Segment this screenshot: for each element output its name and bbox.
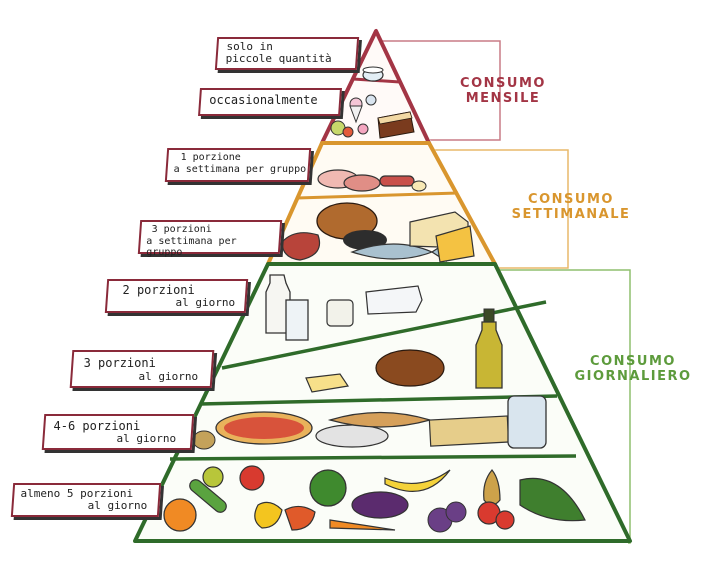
protein-icon [281, 202, 475, 263]
sweets-icon [330, 94, 415, 139]
level-label-4-line-1: 3 porzioni [151, 224, 212, 235]
level-label-6-line-1: 3 porzioni [83, 356, 156, 370]
fruit-vegetables-icon [163, 465, 586, 533]
level-label-1: solo in piccole quantità [214, 37, 360, 70]
sugar-bowl-icon [362, 66, 384, 82]
level-label-2-line-1: occasionalmente [209, 93, 318, 107]
monthly-consumption-line-2: MENSILE [465, 90, 541, 106]
level-label-3: 1 porzione a settimana per gruppo [164, 148, 312, 182]
weekly-consumption-line-1: CONSUMO [528, 192, 614, 207]
daily-consumption-label: CONSUMO GIORNALIERO [563, 354, 703, 385]
weekly-bracket [413, 149, 569, 269]
daily-consumption-line-1: CONSUMO [590, 354, 676, 369]
divider-weekly [296, 191, 459, 200]
level-label-1-line-1: solo in [226, 40, 273, 53]
level-label-7-line-1: 4-6 porzioni [53, 419, 141, 433]
weekly-consumption-line-2: SETTIMANALE [511, 206, 631, 222]
level-label-6: 3 porzioni al giorno [69, 350, 215, 388]
weekly-consumption-label: CONSUMO SETTIMANALE [497, 192, 645, 223]
cereals-icon [192, 395, 547, 450]
monthly-consumption-line-1: CONSUMO [460, 76, 546, 91]
level-label-7: 4-6 porzioni al giorno [41, 414, 195, 450]
monthly-consumption-label: CONSUMO MENSILE [438, 76, 568, 107]
level-label-7-line-2: al giorno [116, 431, 177, 445]
divider-daily-2 [199, 394, 558, 406]
level-label-4: 3 porzioni a settimana per gruppo [137, 220, 283, 257]
daily-consumption-line-2: GIORNALIERO [574, 368, 692, 384]
level-label-1-line-2: piccole quantità [225, 51, 332, 65]
monthly-bracket [380, 40, 501, 141]
cold-cuts-icon [317, 169, 427, 192]
level-label-6-line-2: al giorno [138, 369, 199, 383]
level-label-5: 2 porzioni al giorno [104, 279, 249, 313]
level-label-5-line-2: al giorno [175, 295, 236, 309]
fats-icon [305, 308, 503, 393]
divider-daily-3 [169, 454, 577, 461]
level-label-3-line-1: 1 porzione [180, 152, 241, 163]
dairy-icon [265, 274, 423, 341]
level-label-5-line-1: 2 porzioni [122, 283, 195, 297]
level-label-8: almeno 5 porzioni al giorno [10, 483, 162, 517]
level-label-8-line-1: almeno 5 porzioni [20, 487, 134, 500]
level-label-4-line-2: a settimana per gruppo [146, 235, 237, 258]
level-label-3-line-2: a settimana per gruppo [173, 163, 307, 175]
level-label-2: occasionalmente [198, 88, 342, 116]
level-label-8-line-2: al giorno [87, 498, 148, 512]
